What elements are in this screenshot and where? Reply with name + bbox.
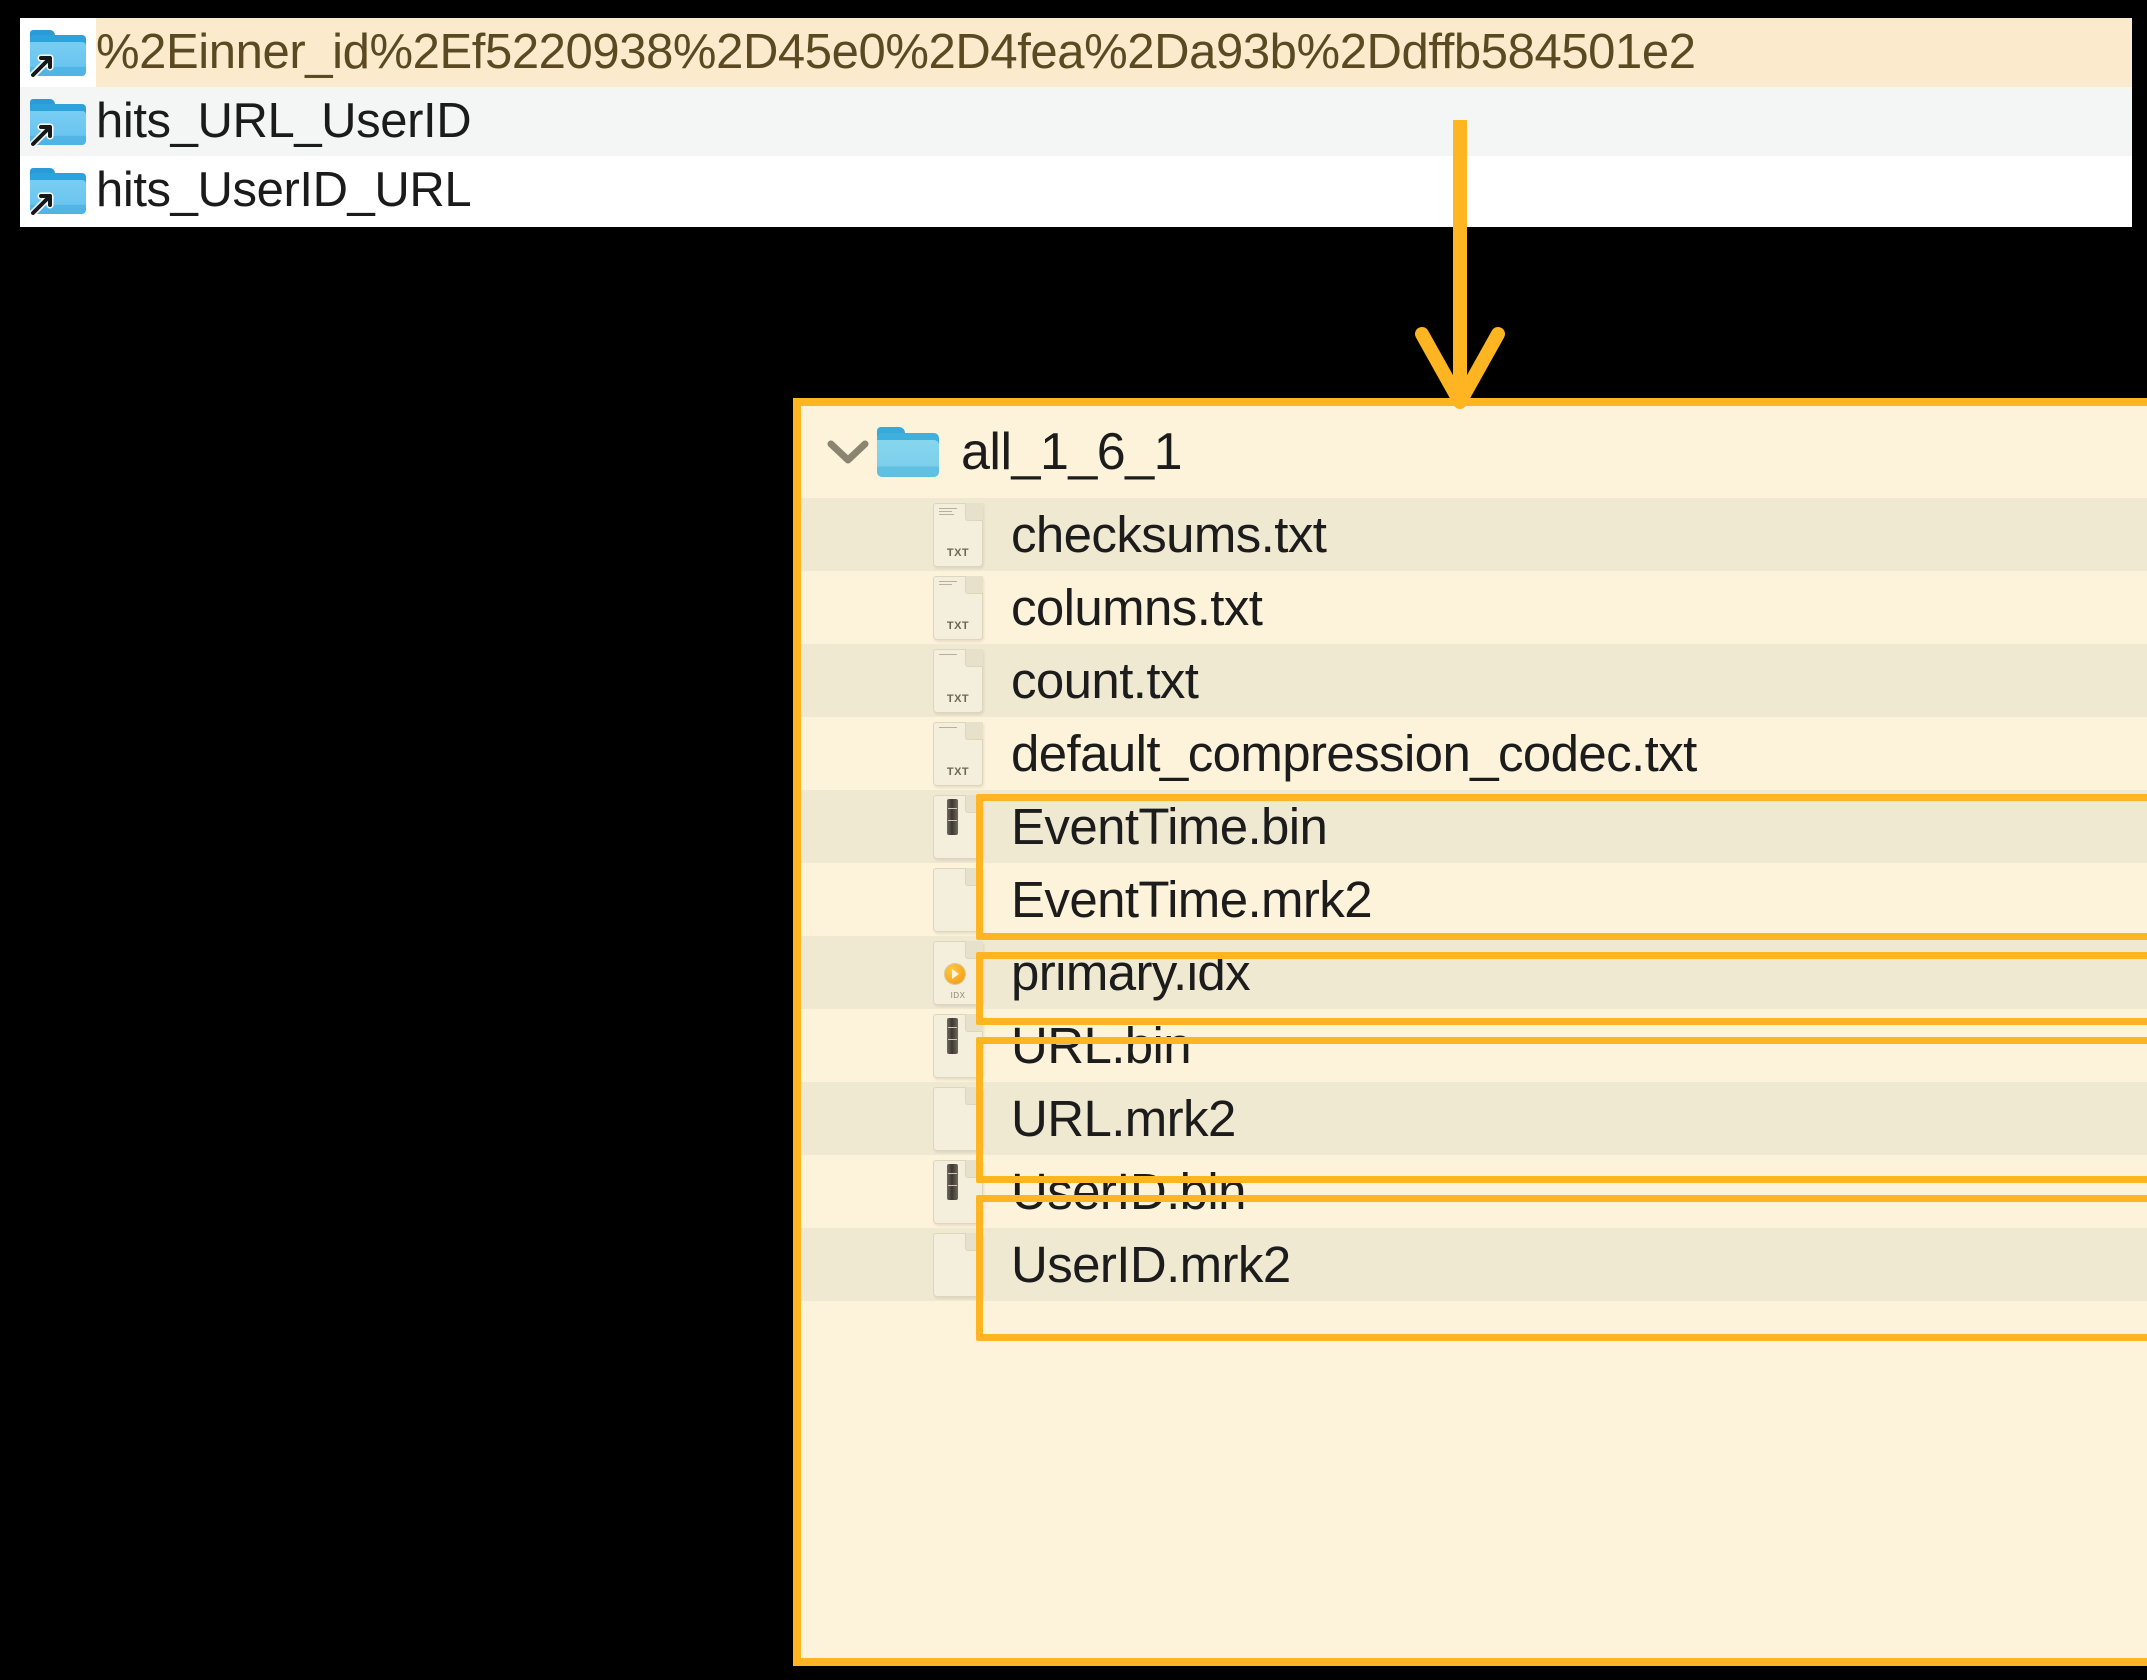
- file-name: columns.txt: [1011, 579, 1263, 636]
- table-row[interactable]: EventTime.bin: [801, 790, 2147, 863]
- symlink-folder-list: %2Einner_id%2Ef5220938%2D45e0%2D4fea%2Da…: [20, 18, 2132, 227]
- txt-file-icon: TXT: [921, 502, 995, 567]
- file-name: URL.bin: [1011, 1017, 1192, 1074]
- mark-file-icon: [921, 1086, 995, 1151]
- mark-file-icon: [921, 867, 995, 932]
- list-item-label: hits_UserID_URL: [96, 163, 472, 217]
- table-row[interactable]: URL.bin: [801, 1009, 2147, 1082]
- table-row[interactable]: IDX primary.idx: [801, 936, 2147, 1009]
- file-name: URL.mrk2: [1011, 1090, 1236, 1147]
- list-item-label: %2Einner_id%2Ef5220938%2D45e0%2D4fea%2Da…: [96, 18, 2132, 87]
- txt-file-icon: TXT: [921, 648, 995, 713]
- table-row[interactable]: EventTime.mrk2: [801, 863, 2147, 936]
- mark-file-icon: [921, 1232, 995, 1297]
- txt-file-icon: TXT: [921, 721, 995, 786]
- file-name: primary.idx: [1011, 944, 1251, 1001]
- folder-symlink-icon: [20, 29, 96, 78]
- bin-file-icon: [921, 1159, 995, 1224]
- table-row[interactable]: TXT columns.txt: [801, 571, 2147, 644]
- table-row[interactable]: UserID.mrk2: [801, 1228, 2147, 1301]
- symlink-arrow-icon: [29, 192, 54, 216]
- chevron-down-icon[interactable]: [819, 438, 877, 466]
- tree-header-all_1_6_1[interactable]: all_1_6_1: [801, 406, 2147, 498]
- table-row[interactable]: TXT default_compression_codec.txt: [801, 717, 2147, 790]
- list-item[interactable]: hits_URL_UserID: [20, 87, 2132, 156]
- symlink-arrow-icon: [29, 54, 54, 78]
- file-name: count.txt: [1011, 652, 1199, 709]
- bin-file-icon: [921, 1013, 995, 1078]
- list-item-label: hits_URL_UserID: [96, 94, 472, 148]
- idx-file-icon: IDX: [921, 940, 995, 1005]
- folder-icon: [877, 427, 939, 477]
- table-row[interactable]: TXT count.txt: [801, 644, 2147, 717]
- table-row[interactable]: UserID.bin: [801, 1155, 2147, 1228]
- file-name: checksums.txt: [1011, 506, 1327, 563]
- file-name: default_compression_codec.txt: [1011, 725, 1697, 782]
- tree-header-label: all_1_6_1: [961, 423, 1183, 481]
- file-name: UserID.bin: [1011, 1163, 1247, 1220]
- folder-symlink-icon: [20, 98, 96, 147]
- bin-file-icon: [921, 794, 995, 859]
- txt-file-icon: TXT: [921, 575, 995, 640]
- file-name: EventTime.mrk2: [1011, 871, 1373, 928]
- folder-symlink-icon: [20, 167, 96, 216]
- file-name: EventTime.bin: [1011, 798, 1328, 855]
- part-directory-panel: all_1_6_1 TXT checksums.txt TXT columns.…: [793, 398, 2147, 1666]
- table-row[interactable]: TXT checksums.txt: [801, 498, 2147, 571]
- list-item[interactable]: hits_UserID_URL: [20, 156, 2132, 225]
- table-row[interactable]: URL.mrk2: [801, 1082, 2147, 1155]
- file-name: UserID.mrk2: [1011, 1236, 1291, 1293]
- symlink-arrow-icon: [29, 123, 54, 147]
- list-item[interactable]: %2Einner_id%2Ef5220938%2D45e0%2D4fea%2Da…: [20, 18, 2132, 87]
- down-arrow-icon: [1415, 120, 1505, 409]
